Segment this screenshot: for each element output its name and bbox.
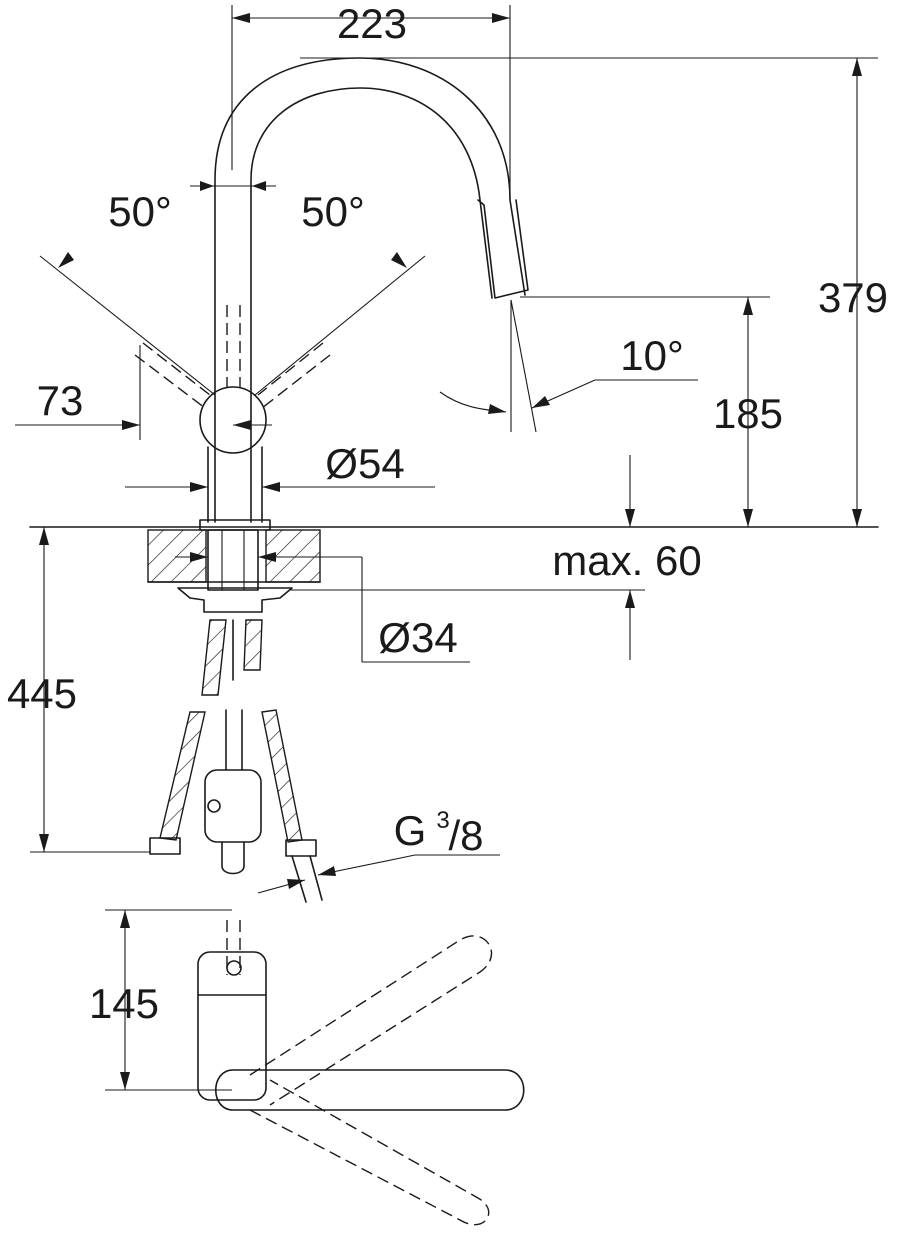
lever-left-dashed-2 (134, 354, 206, 409)
dimension-labels: 223 50° 50° 379 10° 185 73 Ø54 max. 60 Ø… (7, 0, 888, 1027)
mounting-section (29, 519, 879, 613)
label-50-left: 50° (108, 188, 172, 235)
label-223: 223 (337, 0, 407, 47)
hoses (149, 619, 323, 903)
top-body (197, 951, 267, 1101)
label-379: 379 (818, 274, 888, 321)
mount-nut (177, 587, 293, 613)
label-thread-num: 3 (436, 807, 449, 834)
spray-head (477, 199, 529, 299)
label-dia-54: Ø54 (325, 440, 404, 487)
hose-left (159, 711, 206, 841)
lever-left-dashed (142, 342, 211, 396)
label-185: 185 (713, 390, 783, 437)
label-thread-den: /8 (448, 812, 483, 859)
dimension-lines (15, 5, 878, 1091)
hose-weight (204, 769, 262, 843)
hose-right (261, 709, 303, 843)
hose-nut-left (149, 837, 181, 855)
hose-upper-right (243, 619, 263, 671)
hose-nut-right (285, 839, 317, 857)
faucet-top-view (197, 920, 525, 1226)
lever-ball (199, 386, 267, 454)
top-lever-dashed-up (249, 935, 493, 1106)
base-flange (199, 519, 271, 531)
label-145: 145 (89, 980, 159, 1027)
spout-inner (250, 87, 493, 523)
label-dia-34: Ø34 (378, 614, 457, 661)
lever-right-dashed (257, 342, 324, 396)
top-lever (214, 1069, 525, 1111)
label-10: 10° (620, 332, 684, 379)
label-445: 445 (7, 670, 77, 717)
lever-right-dashed-2 (261, 354, 331, 409)
hose-upper-left (201, 619, 227, 696)
top-lever-dashed-down (249, 1079, 490, 1226)
label-73: 73 (37, 377, 84, 424)
body-lower (207, 446, 263, 523)
weight-screw (207, 799, 221, 813)
label-thread-g: G (394, 807, 427, 854)
shank (207, 529, 259, 591)
label-max-60: max. 60 (552, 537, 701, 584)
label-50-right: 50° (301, 188, 365, 235)
